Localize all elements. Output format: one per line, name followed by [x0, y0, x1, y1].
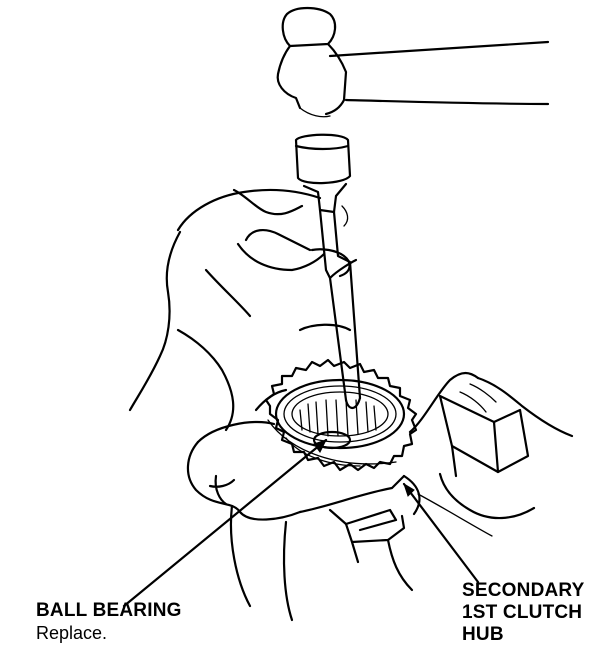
hub-label-line-3: HUB	[462, 624, 504, 645]
hub-leader	[402, 482, 480, 584]
hub-label-line-1: SECONDARY	[462, 580, 585, 601]
ball-bearing-leader	[122, 438, 328, 608]
ball-bearing	[312, 430, 352, 450]
hand	[128, 188, 351, 432]
transmission-case	[186, 323, 574, 622]
ball-bearing-note: Replace.	[36, 623, 108, 643]
gear-ring-1	[274, 378, 406, 450]
hub-label-line-2: 1ST CLUTCH	[462, 602, 583, 623]
hammer	[276, 6, 550, 118]
driver-handle	[294, 133, 352, 185]
ball-bearing-label: BALL BEARING	[36, 600, 182, 621]
gear-ring-2	[283, 385, 397, 443]
gear-ring-3	[291, 391, 389, 437]
ball-bearing-callout: BALL BEARING Replace.	[36, 600, 182, 644]
driver-shaft	[318, 208, 362, 402]
gear-outer-teeth	[264, 358, 418, 472]
clutch-hub-callout: SECONDARY 1ST CLUTCH HUB	[462, 580, 585, 646]
hammer-handle	[328, 40, 550, 106]
clutch-hub-splines	[299, 399, 377, 437]
hammer-head	[281, 6, 337, 48]
gear-assembly	[264, 358, 418, 472]
leader-lines	[122, 438, 480, 608]
